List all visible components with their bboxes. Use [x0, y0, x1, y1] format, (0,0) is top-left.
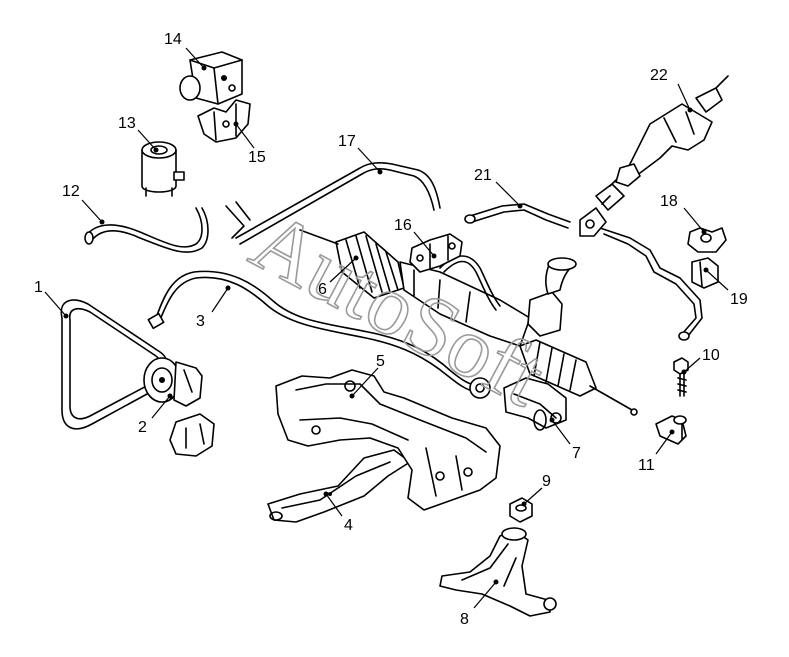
callout-5: 5 [376, 353, 385, 370]
callout-15: 15 [248, 149, 266, 166]
callout-7: 7 [572, 445, 581, 462]
callout-11: 11 [638, 457, 655, 474]
part-control-arm [439, 527, 557, 617]
callout-13: 13 [118, 115, 136, 132]
callout-18: 18 [660, 193, 678, 210]
callout-4: 4 [344, 517, 353, 534]
callout-16: 16 [394, 217, 412, 234]
callout-3: 3 [196, 313, 205, 330]
callout-19: 19 [730, 291, 748, 308]
callout-9: 9 [542, 473, 551, 490]
callout-17: 17 [338, 133, 356, 150]
part-steering-pump [143, 357, 215, 457]
part-fluid-reservoir [141, 141, 185, 197]
part-return-hose [84, 207, 209, 253]
part-subframe [275, 369, 501, 511]
callout-1: 1 [34, 279, 43, 296]
callout-labels: 1 2 3 4 5 6 7 8 9 10 11 12 13 14 15 16 1… [34, 31, 748, 628]
callout-8: 8 [460, 611, 469, 628]
part-pinion-valve [503, 377, 567, 431]
callout-21: 21 [474, 167, 492, 184]
part-bushing [691, 257, 719, 289]
callout-12: 12 [62, 183, 80, 200]
callout-22: 22 [650, 67, 668, 84]
part-return-pipe [464, 203, 703, 341]
callout-2: 2 [138, 419, 147, 436]
part-lower-crossmember [267, 449, 411, 523]
part-pump-motor-unit [179, 51, 243, 105]
part-bolt [673, 357, 689, 397]
part-pipe [225, 162, 441, 245]
part-clip [687, 227, 727, 253]
callout-14: 14 [164, 31, 182, 48]
callout-10: 10 [702, 347, 720, 364]
part-pressure-hose [147, 270, 491, 399]
part-steering-rack [299, 229, 638, 416]
part-steering-column [579, 75, 729, 237]
callout-6: 6 [318, 281, 327, 298]
callout-leaders [44, 47, 729, 609]
part-bracket [197, 99, 251, 143]
part-nut [509, 497, 533, 523]
